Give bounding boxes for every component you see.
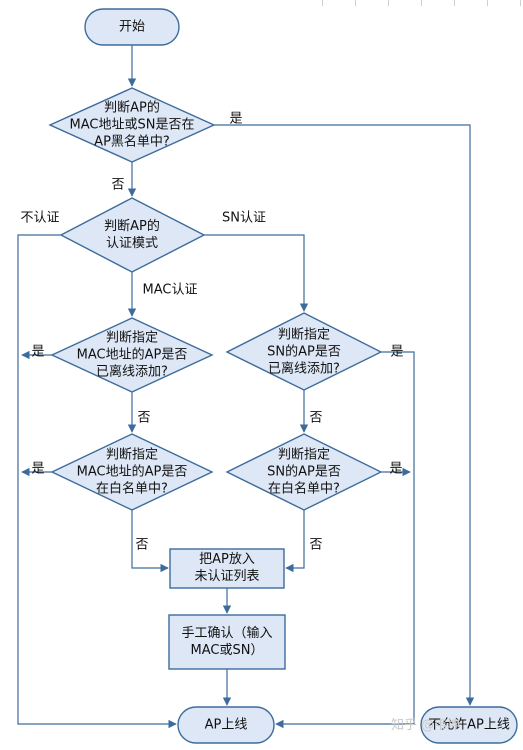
blacklist-line-1: 判断AP的 <box>104 100 160 116</box>
connector-mac-whitelist-no <box>131 510 169 573</box>
manual-confirm-text: 手工确认（输入 MAC或SN） <box>181 625 272 659</box>
unauth-line-1: 把AP放入 <box>199 552 255 567</box>
edge-label-yes-mac-offline: 是 <box>31 344 45 360</box>
sn-offline-line-1: 判断指定 <box>277 327 330 343</box>
ap-not-online-terminal <box>420 706 518 744</box>
edge-label-mac-auth: MAC认证 <box>142 282 198 298</box>
manual-confirm-box <box>168 614 286 670</box>
mac-offline-line-2: MAC地址的AP是否 <box>76 347 188 363</box>
manual-line-1: 手工确认（输入 <box>181 626 273 641</box>
ap-online-label: AP上线 <box>204 717 248 733</box>
edge-label-no-sn-offline: 否 <box>309 410 323 426</box>
edge-label-no-mac-offline: 否 <box>137 410 151 426</box>
mac-whitelist-decision-text: 判断指定 MAC地址的AP是否 在白名单中? <box>77 447 188 498</box>
sn-offline-line-2: SN的AP是否 <box>267 344 341 360</box>
edge-label-no-sn-whitelist: 否 <box>309 537 323 553</box>
mac-offline-line-3: 已离线添加? <box>96 364 168 380</box>
edge-label-yes-sn-offline: 是 <box>390 344 404 360</box>
sn-offline-decision-text: 判断指定 SN的AP是否 已离线添加? <box>267 327 341 378</box>
unauth-list-text: 把AP放入 未认证列表 <box>194 551 259 585</box>
sn-offline-line-3: 已离线添加? <box>268 361 340 377</box>
sn-whitelist-decision-text: 判断指定 SN的AP是否 在白名单中? <box>267 447 341 498</box>
edge-label-no-blacklist: 否 <box>111 177 125 193</box>
ap-online-terminal <box>177 706 275 744</box>
auth-mode-line-2: 认证模式 <box>105 236 159 251</box>
watermark: 知乎 @韦坤 <box>391 718 461 733</box>
auth-mode-decision-text: 判断AP的 认证模式 <box>104 218 160 252</box>
sn-whitelist-line-2: SN的AP是否 <box>267 464 341 480</box>
start-label: 开始 <box>118 19 146 35</box>
mac-whitelist-line-1: 判断指定 <box>105 447 159 463</box>
edge-label-no-auth: 不认证 <box>20 210 60 226</box>
edge-label-yes-blacklist: 是 <box>229 111 243 127</box>
sn-whitelist-line-1: 判断指定 <box>277 447 330 463</box>
sn-whitelist-line-3: 在白名单中? <box>268 481 340 497</box>
edge-label-sn-auth: SN认证 <box>222 210 266 226</box>
connector-no-auth <box>17 234 177 729</box>
blacklist-line-2: MAC地址或SN是否在 <box>69 117 195 133</box>
connector-sn-auth <box>204 234 309 312</box>
mac-whitelist-line-2: MAC地址的AP是否 <box>76 464 188 480</box>
ap-not-online-label: 不允许AP上线 <box>428 717 510 733</box>
mac-offline-decision-text: 判断指定 MAC地址的AP是否 已离线添加? <box>77 330 188 381</box>
connector-sn-whitelist-no <box>285 510 305 573</box>
connector-blacklist-yes <box>214 124 475 706</box>
mac-offline-line-1: 判断指定 <box>105 330 159 346</box>
blacklist-decision-text: 判断AP的 MAC地址或SN是否在 AP黑名单中? <box>70 100 195 151</box>
edge-label-yes-mac-whitelist: 是 <box>31 461 45 477</box>
edge-label-yes-sn-whitelist: 是 <box>389 461 403 477</box>
blacklist-line-3: AP黑名单中? <box>94 134 170 150</box>
auth-mode-line-1: 判断AP的 <box>104 219 160 234</box>
edge-label-no-mac-whitelist: 否 <box>135 537 149 553</box>
connector-sn-offline-yes <box>275 351 415 729</box>
mac-whitelist-line-3: 在白名单中? <box>96 481 168 497</box>
table-fragment <box>322 0 523 6</box>
unauth-list-box <box>169 548 285 589</box>
unauth-line-2: 未认证列表 <box>194 569 260 584</box>
manual-line-2: MAC或SN） <box>190 643 264 658</box>
